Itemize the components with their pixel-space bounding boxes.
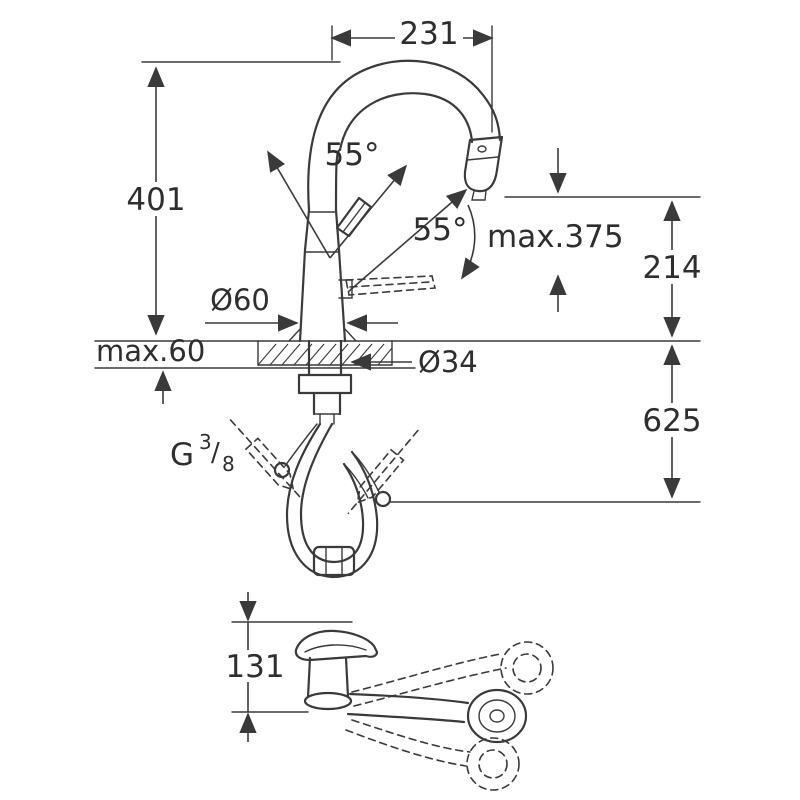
dim-angle-upper: 55° xyxy=(267,137,408,259)
dim-body-diameter: Ø60 xyxy=(205,283,398,332)
hose-connector-right xyxy=(374,490,392,508)
fixing-stud-left xyxy=(229,419,304,501)
dim-hose-length: 625 xyxy=(389,344,702,503)
supply-hoses xyxy=(273,422,392,579)
thread-prefix: G xyxy=(170,437,194,473)
spray-head xyxy=(463,135,504,201)
dim-total-height: 401 xyxy=(126,61,341,336)
dim-214-label: 214 xyxy=(642,250,701,286)
dim-spout-width: 231 xyxy=(330,16,494,133)
dim-deck-thickness: max.60 xyxy=(96,334,205,404)
dim-231-label: 231 xyxy=(399,16,458,52)
dim-401-label: 401 xyxy=(126,182,185,218)
dim-131-label: 131 xyxy=(225,649,284,685)
dim-o34-label: Ø34 xyxy=(418,345,478,379)
side-profile xyxy=(294,629,528,744)
dim-shank-diameter: Ø34 xyxy=(350,345,478,379)
hose-weight xyxy=(312,545,356,577)
thread-denominator: 8 xyxy=(222,452,235,476)
main-view xyxy=(94,59,701,579)
thread-slash: / xyxy=(211,438,220,468)
dim-outlet-height: 214 xyxy=(504,196,702,338)
fixing-stud-right xyxy=(347,429,419,515)
spray-head-side xyxy=(466,688,528,744)
dim-625-label: 625 xyxy=(642,403,701,439)
dim-thread-size: G 3 / 8 xyxy=(170,430,235,476)
bottom-view: 131 xyxy=(225,592,554,791)
dim-55-lower-label: 55° xyxy=(413,212,468,248)
dim-max-height: max.375 xyxy=(487,148,624,312)
dim-side-height: 131 xyxy=(225,592,353,742)
dim-o60-label: Ø60 xyxy=(210,283,270,317)
swivel-positions xyxy=(345,641,554,791)
mounting-hardware xyxy=(297,339,353,425)
dim-angle-lower: 55° xyxy=(347,188,480,293)
dim-max375-label: max.375 xyxy=(487,219,624,255)
dim-max60-label: max.60 xyxy=(96,334,205,368)
thread-numerator: 3 xyxy=(199,430,212,454)
faucet-outline xyxy=(288,59,502,343)
dim-55-upper-label: 55° xyxy=(325,137,380,173)
